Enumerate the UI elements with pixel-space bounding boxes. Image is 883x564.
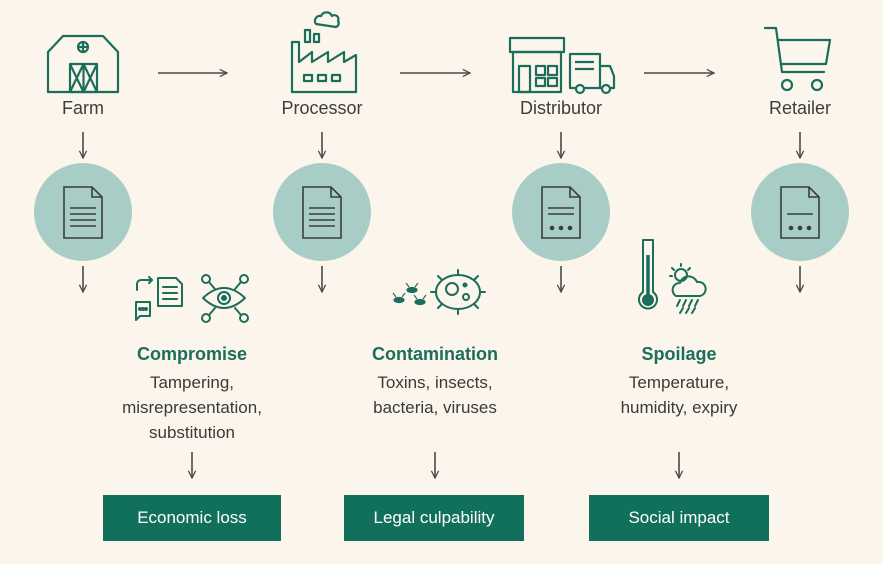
- document-exchange-icon: [135, 276, 183, 321]
- insects-icon: [392, 282, 427, 306]
- risk-desc-line: Toxins, insects,: [377, 373, 493, 392]
- stage-label-farm: Farm: [62, 98, 104, 118]
- outcome-social-impact: Social impact: [589, 495, 769, 541]
- factory-icon: [290, 11, 358, 94]
- risk-title-compromise: Compromise: [136, 344, 248, 364]
- risk-title-contamination: Contamination: [372, 344, 498, 364]
- risk-title-spoilage: Spoilage: [641, 344, 717, 364]
- document-circle: [273, 163, 371, 261]
- risk-desc-spoilage: Temperature, humidity, expiry: [579, 370, 779, 420]
- stage-label-retailer: Retailer: [768, 98, 832, 118]
- risk-desc-line: bacteria, viruses: [373, 398, 497, 417]
- risk-desc-line: misrepresentation,: [122, 398, 262, 417]
- outcome-legal-culpability: Legal culpability: [344, 495, 524, 541]
- risk-desc-line: Tampering,: [149, 373, 235, 392]
- risk-desc-contamination: Toxins, insects, bacteria, viruses: [335, 370, 535, 420]
- thermometer-icon: [638, 239, 658, 310]
- stage-label-distributor: Distributor: [519, 98, 603, 118]
- warehouse-truck-icon: [508, 36, 616, 95]
- barn-icon: [46, 34, 120, 94]
- bacteria-icon: [430, 269, 486, 315]
- weather-icon: [669, 263, 707, 314]
- document-circle: [751, 163, 849, 261]
- risk-desc-line: humidity, expiry: [620, 398, 738, 417]
- shopping-cart-icon: [763, 26, 832, 92]
- risk-desc-line: Temperature,: [628, 373, 730, 392]
- document-dots-icon: [541, 186, 581, 239]
- eye-network-icon: [201, 274, 249, 323]
- risk-desc-line: substitution: [149, 423, 235, 442]
- document-dots-icon: [780, 186, 820, 239]
- outcome-economic-loss: Economic loss: [103, 495, 281, 541]
- risk-desc-compromise: Tampering, misrepresentation, substituti…: [92, 370, 292, 445]
- document-icon: [63, 186, 103, 239]
- document-circle: [34, 163, 132, 261]
- document-circle: [512, 163, 610, 261]
- document-icon: [302, 186, 342, 239]
- stage-label-processor: Processor: [281, 98, 363, 118]
